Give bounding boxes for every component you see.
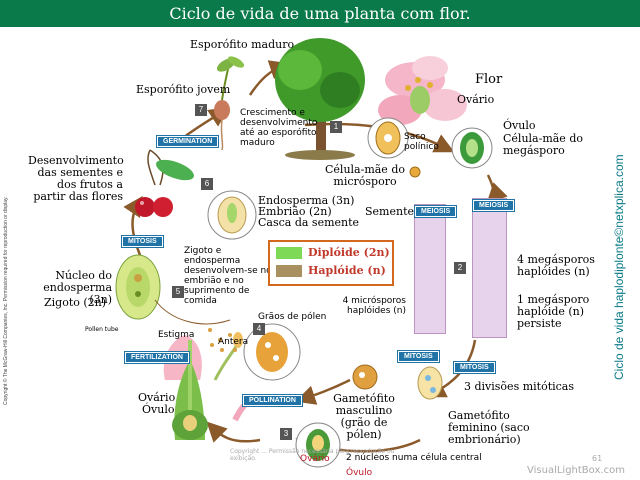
pollen-dots (208, 328, 237, 352)
label-young-sporophyte: Esporófito jovem (136, 83, 231, 96)
meiosis-column-left (414, 204, 446, 334)
mitosis-tag-left: MITOSIS (122, 236, 163, 247)
side-credit: Ciclo de vida haplodiplonte©netxplica.co… (612, 154, 626, 380)
ploidy-legend: Diplóide (2n) Haplóide (n) (268, 240, 394, 286)
label-two-nuclei: 2 núcleos numa célula central (346, 453, 482, 463)
label-one-megaspore: 1 megásporo haplóide (n) persiste (517, 293, 590, 330)
microspore-mother-cell (409, 166, 421, 178)
label-zygote-endosperm: Zigoto e endosperma desenvolvem-se no em… (184, 246, 272, 306)
step-5: 5 (172, 286, 184, 298)
step-2: 2 (454, 262, 466, 274)
cycle-arrow (295, 378, 351, 405)
label-anther: Antera (218, 337, 249, 347)
label-male-gametophyte: Gametófito masculino (grão de pólen) (333, 392, 395, 441)
flower (378, 56, 467, 125)
step-3: 3 (280, 428, 292, 440)
cycle-arrow (206, 421, 261, 443)
label-growth: Crescimento e desenvolvimento até ao esp… (240, 108, 318, 148)
label-female-gametophyte: Gametófito feminino (saco embrionário) (448, 409, 530, 446)
label-microspore-mother: Célula-mãe do micrósporo (325, 163, 405, 188)
label-zygote-2n: Zigoto (2n) (44, 296, 107, 309)
label-ovary-top: Ovário (457, 93, 495, 106)
label-three-mitotic: 3 divisões mitóticas (464, 380, 574, 393)
label-seed-coat: Casca da semente (258, 216, 360, 229)
label-ovule-bottom: Óvulo (142, 403, 175, 416)
label-four-megaspores: 4 megásporos haplóides (n) (517, 253, 595, 278)
page-title: Ciclo de vida de uma planta com flor. (0, 0, 640, 27)
label-ovary-bottom: Ovário (138, 391, 176, 404)
label-megaspore-mother: Célula-mãe do megásporo (503, 132, 583, 157)
meiosis-column-right (472, 198, 507, 338)
label-four-microspores: 4 micrósporos haplóides (n) (342, 296, 406, 316)
label-flower: Flor (475, 72, 503, 87)
ovule-diagram (451, 127, 493, 169)
step-1: 1 (330, 121, 342, 133)
label-seed-fruit-development: Desenvolvimento das sementes e dos fruto… (28, 154, 124, 203)
footer-copyright: Copyright ... Permissão necessária para … (230, 448, 395, 462)
pollen-sac-diagram (367, 117, 409, 159)
germination-tag: GERMINATION (157, 136, 219, 147)
step-7: 7 (195, 104, 207, 116)
legend-haploid: Haplóide (n) (308, 264, 386, 277)
label-embryo-2n: Embrião (2n) (258, 205, 332, 218)
meiosis-tag-right: MEIOSIS (473, 200, 515, 211)
copyright-side: Copyright © The McGraw-Hill Companies, I… (3, 196, 9, 405)
mature-tree (275, 38, 365, 160)
seed-diagram (207, 190, 257, 240)
label-ovule-top: Óvulo (503, 119, 536, 132)
meiosis-tag-left: MEIOSIS (415, 206, 457, 217)
label-endosperm-3n: Endosperma (3n) (258, 194, 355, 207)
label-mature-sporophyte: Esporófito maduro (190, 38, 295, 51)
label-pollen-grains: Grãos de pólen (258, 312, 327, 322)
label-pollen-sac: Saco polínico (404, 132, 439, 152)
label-ovary-red: Ovário (300, 454, 330, 464)
label-pollen-tube: Pollen tube (85, 326, 119, 333)
footer-watermark: VisualLightBox.com (527, 465, 625, 476)
young-sporophyte (214, 56, 245, 151)
cycle-arrow (486, 174, 508, 204)
zygote-diagram (115, 254, 231, 325)
embryo-sac (417, 366, 443, 400)
pollination-tag: POLLINATION (243, 395, 302, 406)
step-4: 4 (253, 323, 265, 335)
step-6: 6 (201, 178, 213, 190)
label-stigma: Estigma (158, 330, 195, 340)
label-ovule-red: Óvulo (346, 468, 373, 478)
legend-swatch-diploid (276, 247, 302, 259)
label-endosperm-nucleus: Núcleo do endosperma (3n) (43, 269, 112, 306)
mitosis-tag-mid: MITOSIS (398, 351, 439, 362)
label-seed: Semente (365, 205, 415, 218)
legend-diploid: Diplóide (2n) (308, 246, 390, 259)
legend-swatch-haploid (276, 265, 302, 277)
fertilization-tag: FERTILIZATION (125, 352, 189, 363)
pollen-grain (352, 364, 378, 390)
footer-page-number: 61 (592, 454, 603, 463)
ovary-ovule-diagram (295, 422, 341, 468)
mitosis-tag-right: MITOSIS (454, 362, 495, 373)
fruit-cherries (135, 149, 194, 217)
pollen-grains-diagram (243, 323, 301, 381)
